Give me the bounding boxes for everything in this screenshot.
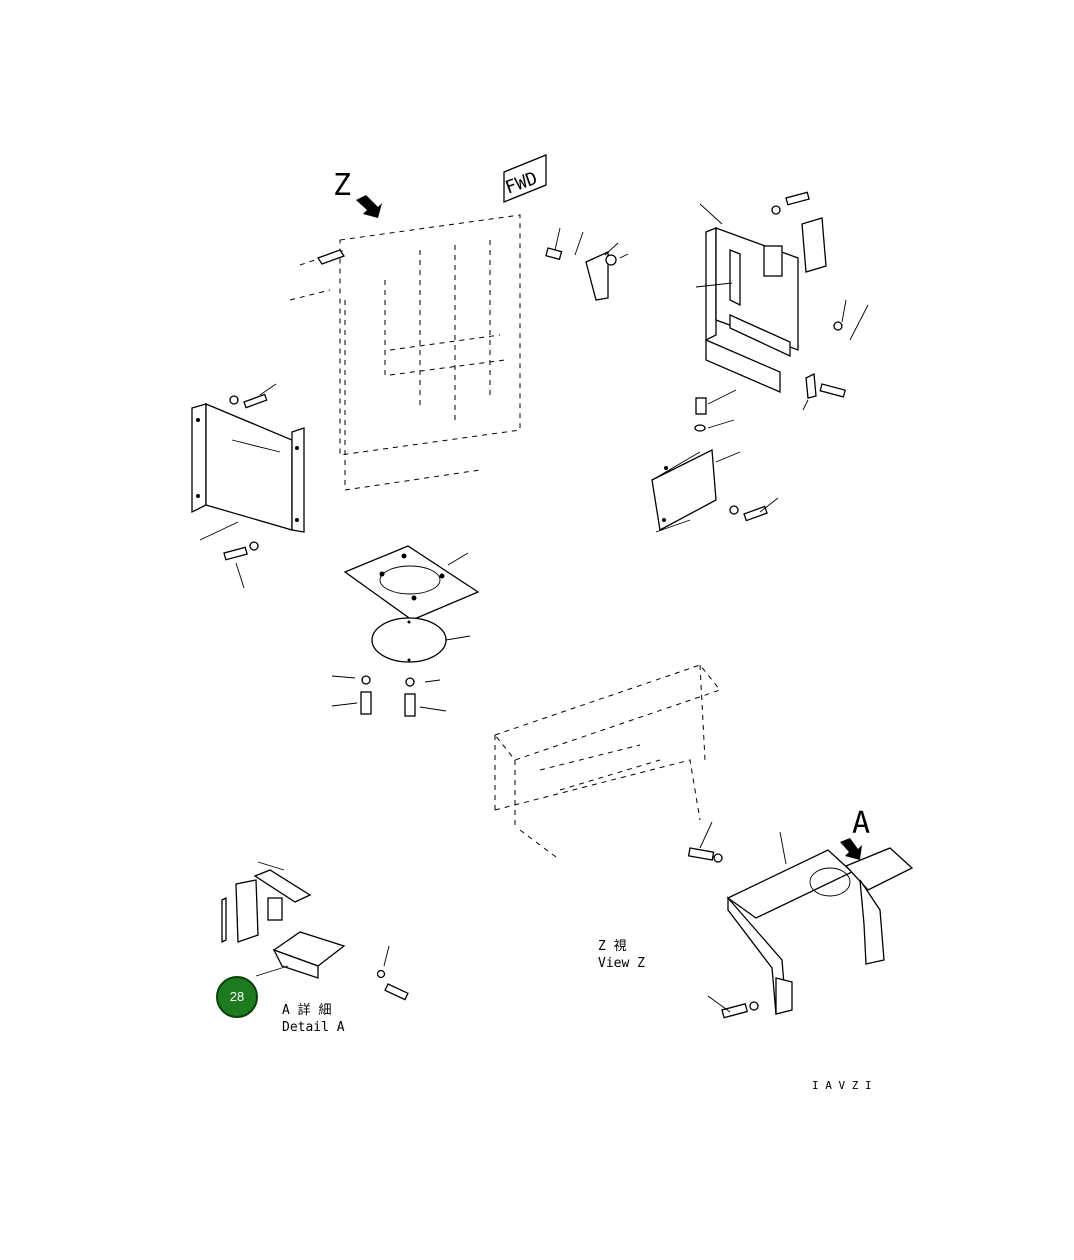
view-a-letter: A xyxy=(852,806,870,841)
left-side-panel xyxy=(191,383,305,589)
view-z-caption-top: Z 視 xyxy=(598,939,627,954)
view-z-caption-bottom: View Z xyxy=(598,956,645,971)
main-frame-ghost xyxy=(289,214,521,491)
view-z-marker: Z xyxy=(333,168,382,218)
right-upper-panel xyxy=(695,191,869,411)
view-a-arrow-icon xyxy=(840,838,862,860)
detail-a-caption-top: A 詳 細 xyxy=(282,1002,331,1018)
view-a-marker: A xyxy=(840,806,870,860)
base-plate-assembly xyxy=(331,545,480,717)
bottom-right-bracket xyxy=(687,821,914,1019)
detail-a-parts xyxy=(221,861,409,1001)
drawing-reference: I A V Z I xyxy=(812,1079,872,1092)
lower-frame-ghost xyxy=(494,664,721,861)
right-middle-panel xyxy=(651,389,779,533)
fwd-indicator: FWD xyxy=(503,154,547,203)
detail-a-caption-bottom: Detail A xyxy=(282,1020,345,1035)
view-z-arrow-icon xyxy=(356,195,382,218)
view-z-letter: Z xyxy=(333,168,351,203)
bolt-group-top-center xyxy=(545,227,629,301)
callout-badge-28[interactable]: 28 xyxy=(216,976,258,1018)
